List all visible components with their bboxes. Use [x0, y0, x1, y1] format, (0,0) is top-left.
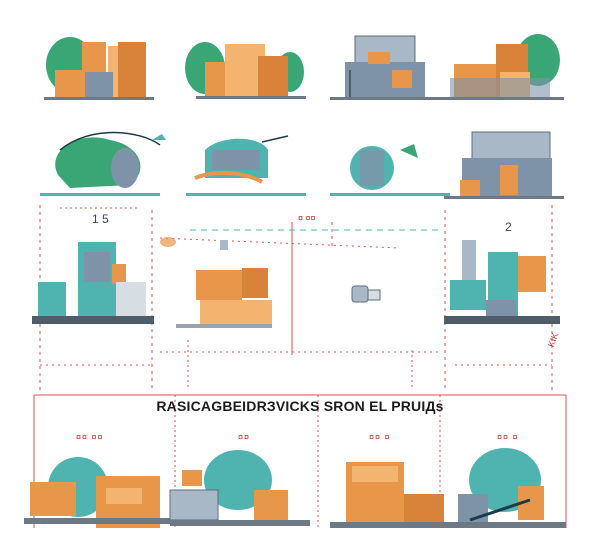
vignette-warehouse-4: [444, 34, 564, 100]
vignette-machine-1: [40, 131, 166, 196]
vignette-boxes-mid: [160, 237, 272, 328]
vignette-warehouse-2: [185, 42, 306, 99]
scene-bottom-1: [24, 457, 174, 528]
sublabel-2: ¤¤: [238, 432, 251, 442]
sublabel-4: ¤¤ ¤: [497, 432, 519, 442]
label-mid-number: 1 5: [92, 212, 109, 226]
vignette-machine-3: [330, 144, 450, 196]
vignette-warehouse-1: [44, 37, 154, 100]
sublabel-1: ¤¤ ¤¤: [76, 432, 104, 442]
sublabel-3: ¤¤ ¤: [369, 432, 391, 442]
vignette-warehouse-3: [330, 35, 450, 100]
label-top-mid: ¤ ¤¤: [298, 213, 316, 223]
vignette-factory-left: [32, 242, 154, 324]
vignette-machine-2: [186, 135, 306, 196]
vignette-gear-mid: [351, 285, 381, 303]
vignette-machine-4: [444, 131, 564, 199]
scene-bottom-4: [446, 448, 566, 528]
label-top-right: 2: [505, 220, 512, 234]
main-title: RASICAGBEIDRЗVICKS SRON EL PRUIДs: [156, 398, 444, 414]
vignette-factory-right: [444, 240, 560, 324]
scene-bottom-2: [169, 450, 310, 526]
scene-bottom-3: [330, 462, 460, 528]
